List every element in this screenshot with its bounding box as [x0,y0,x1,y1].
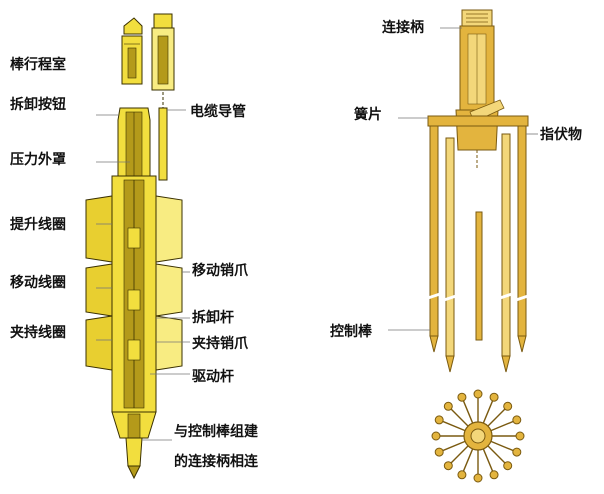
coil-stack [85,175,183,413]
radial-arm [447,445,469,467]
lower-housing-part [111,411,157,439]
hub-top [459,9,495,111]
label-connect-line1: 与控制棒组建 [174,424,258,440]
label-movable-coil: 移动线圈 [10,275,66,291]
radial-arm [438,419,466,432]
radial-arm [487,405,509,427]
rod-travel-housing-part [121,17,143,85]
disassembly-button-part [151,13,175,108]
label-gripper-coil: 夹持线圈 [10,325,66,341]
drive-mechanism [85,13,183,480]
rod-end [443,461,453,471]
rod-2 [445,137,455,373]
rod-5 [517,125,527,353]
rod-end [512,447,522,457]
radial-arm [487,445,509,467]
hub-inner-circle [470,428,486,444]
label-movable-latch: 移动销爪 [192,263,248,279]
rod-end [434,415,444,425]
rod-end [515,431,525,441]
drive-rod-part [125,437,143,480]
cable-conduit-part [158,107,168,181]
rod-end [503,401,513,411]
leader-lines [96,27,538,441]
label-finger: 指伏物 [540,127,582,143]
spider-hub [427,99,529,168]
rod-end [443,401,453,411]
radial-arm [447,405,469,427]
radial-arm [482,396,495,424]
label-connect-line2: 的连接柄相连 [174,454,258,470]
radial-arm [438,440,466,453]
label-disassembly-button: 拆卸按钮 [10,97,66,113]
radial-arm [461,396,474,424]
control-rod-assembly [427,9,529,483]
label-lift-coil: 提升线圈 [10,217,66,233]
radial-arm [490,419,518,432]
label-control-rod: 控制棒 [330,324,372,340]
label-rod-travel-housing: 棒行程室 [10,57,66,73]
label-pressure-housing: 压力外罩 [10,152,66,168]
rod-cluster-top-view [431,389,525,483]
rod-end [457,392,467,402]
label-cable-conduit: 电缆导管 [190,104,246,120]
rod-3 [475,211,483,341]
rod-end [489,392,499,402]
rod-end [434,447,444,457]
label-connecting-hub: 连接柄 [382,20,424,36]
rod-1 [429,125,439,353]
rod-end [489,470,499,480]
label-spring-vane: 簧片 [354,107,382,123]
break-marks [427,292,529,302]
rod-end [503,461,513,471]
pressure-housing-part [117,107,151,177]
radial-arm [461,448,474,476]
radial-arm [482,448,495,476]
rod-end [512,415,522,425]
label-disassembly-rod: 拆卸杆 [192,310,234,326]
label-gripper-latch: 夹持销爪 [192,336,248,352]
rod-end [431,431,441,441]
rod-4 [501,133,511,373]
rod-end [473,389,483,399]
label-drive-rod: 驱动杆 [192,369,234,385]
rod-end [473,473,483,483]
radial-arm [490,440,518,453]
rod-end [457,470,467,480]
